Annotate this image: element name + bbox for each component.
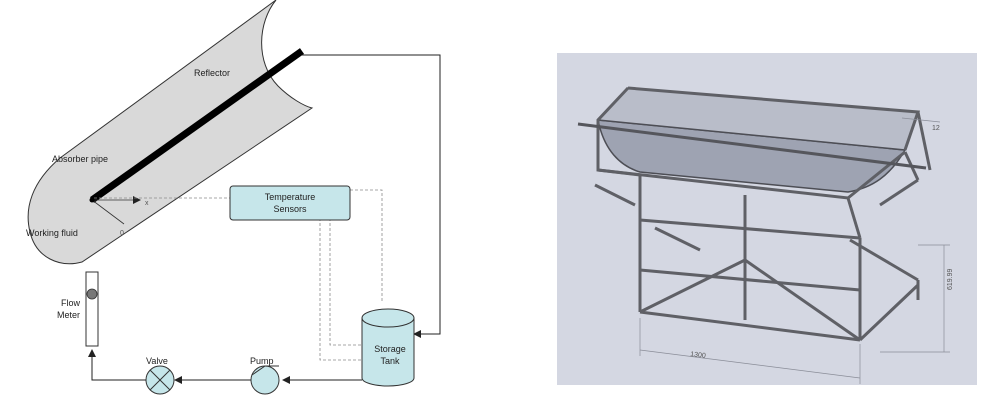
dimension-pipe: 12 bbox=[932, 125, 940, 132]
dimension-lines bbox=[639, 117, 950, 384]
valve-to-flowmeter-line bbox=[88, 349, 146, 381]
tank-label-line2: Tank bbox=[380, 356, 400, 366]
tank-label-line1: Storage bbox=[374, 344, 406, 354]
sensors-label-line2: Sensors bbox=[273, 204, 307, 214]
return-pipe-line bbox=[302, 54, 441, 338]
sensors-label-line1: Temperature bbox=[265, 192, 316, 202]
pump-icon bbox=[250, 365, 280, 395]
dimension-length: 1300 bbox=[690, 351, 706, 360]
absorber-origin bbox=[89, 197, 95, 203]
trough-frame bbox=[594, 86, 932, 239]
storage-tank bbox=[361, 308, 415, 387]
origin-label: 0 bbox=[120, 230, 124, 237]
valve-icon bbox=[145, 365, 175, 395]
valve-label: Valve bbox=[146, 356, 168, 366]
x-axis-label: x bbox=[145, 200, 149, 207]
dimension-height: 619.99 bbox=[947, 268, 954, 290]
cad-model-panel: 1300 619.99 12 bbox=[557, 53, 977, 385]
z-axis-line bbox=[91, 199, 125, 225]
flow-meter bbox=[85, 271, 99, 347]
reflector-label: Reflector bbox=[194, 68, 230, 78]
flow-meter-label-line2: Meter bbox=[57, 310, 80, 320]
flow-meter-label-line1: Flow bbox=[61, 298, 81, 308]
absorber-pipe-label: Absorber pipe bbox=[52, 154, 108, 164]
absorber-pipe bbox=[89, 48, 305, 203]
reflector-trough bbox=[27, 0, 314, 265]
working-fluid-label: Working fluid bbox=[26, 228, 78, 238]
cad-absorber-rod bbox=[577, 122, 927, 170]
schematic-diagram: Reflector Absorber pipe Working fluid x … bbox=[26, 0, 441, 395]
temperature-sensors-box bbox=[229, 185, 351, 221]
flow-meter-float bbox=[86, 288, 98, 300]
support-stand bbox=[638, 195, 920, 342]
sensor-dashed-lines bbox=[94, 189, 383, 361]
pump-label: Pump bbox=[250, 356, 274, 366]
